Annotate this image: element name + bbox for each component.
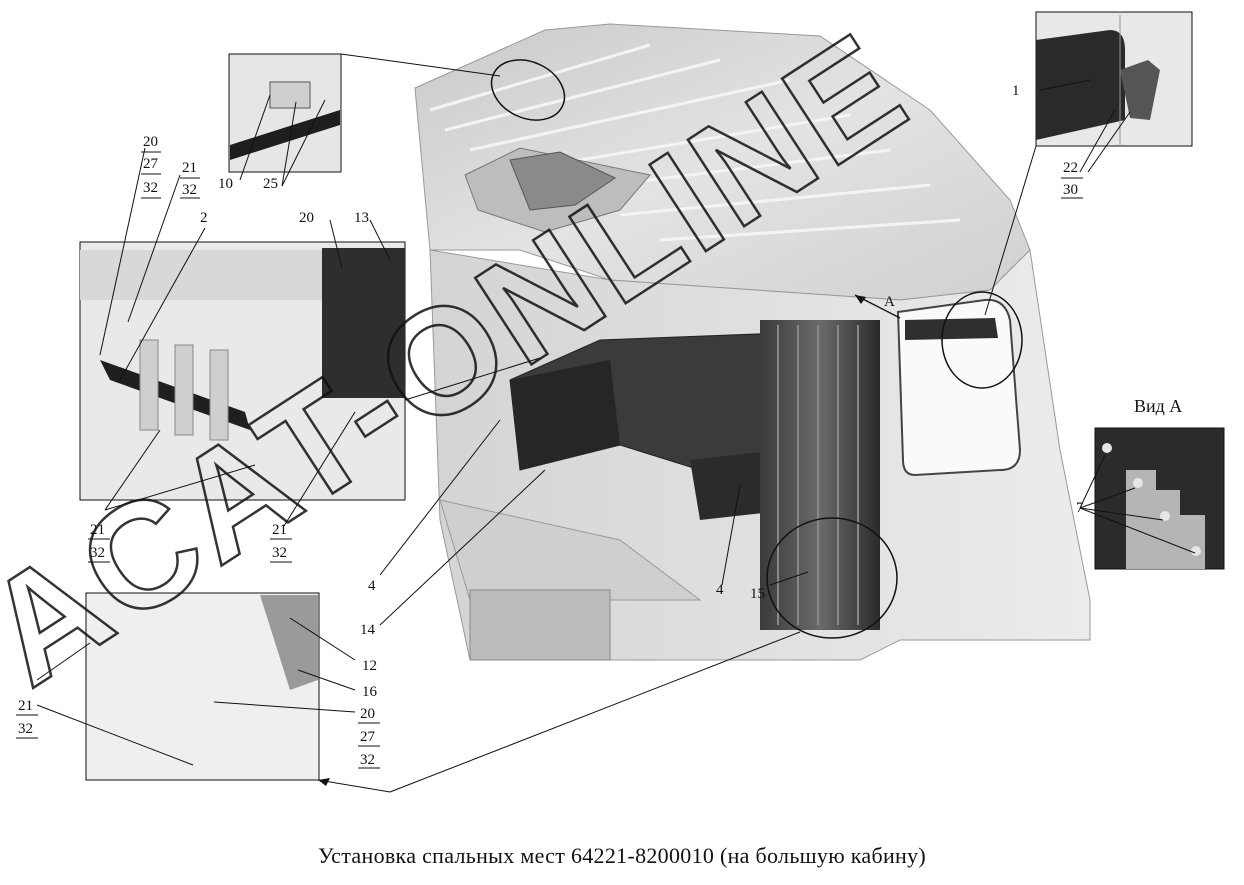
callout-20-bot: 20 — [360, 706, 375, 722]
inset-curtain-rail — [85, 592, 801, 793]
inset-bunk-hinge — [984, 11, 1193, 316]
callout-16: 16 — [362, 684, 378, 700]
cab-main-view — [414, 23, 1091, 661]
callout-25: 25 — [263, 176, 278, 192]
callout-7: 7 — [1076, 500, 1084, 516]
callout-32-f: 32 — [18, 721, 33, 737]
detail-circle-window — [941, 291, 1023, 389]
callout-32-a: 32 — [143, 180, 158, 196]
rear-window — [896, 298, 1022, 477]
floor-rails — [439, 499, 702, 601]
callout-21-a: 21 — [182, 160, 197, 176]
leader-lines — [36, 79, 1196, 766]
callout-21-c: 21 — [272, 522, 287, 538]
callout-4-a: 4 — [368, 578, 376, 594]
callout-32-b: 32 — [182, 182, 197, 198]
detail-circle-roof — [490, 59, 566, 121]
floor-frame — [469, 589, 611, 661]
detail-circle-curtain — [766, 517, 898, 639]
callout-30: 30 — [1063, 182, 1078, 198]
callout-14: 14 — [360, 622, 376, 638]
callout-32-e: 32 — [360, 752, 375, 768]
roof-hatch-grille — [509, 151, 617, 211]
lower-bunk-front — [510, 360, 620, 470]
upper-bunk — [905, 318, 998, 340]
view-a-arrow-label: A — [884, 294, 895, 310]
callout-10: 10 — [218, 176, 233, 192]
roof-ribs — [429, 43, 961, 242]
callout-21-d: 21 — [18, 698, 33, 714]
callout-27-top: 27 — [143, 156, 159, 172]
callout-22: 22 — [1063, 160, 1078, 176]
callout-20-top: 20 — [143, 134, 158, 150]
curtain — [760, 320, 880, 630]
callout-32-d: 32 — [272, 545, 287, 561]
callout-21-b: 21 — [90, 522, 105, 538]
callout-20-mid: 20 — [299, 210, 314, 226]
callout-2: 2 — [200, 210, 208, 226]
callout-32-c: 32 — [90, 545, 105, 561]
figure-caption: Установка спальных мест 64221-8200010 (н… — [317, 843, 927, 868]
callout-13: 13 — [354, 210, 369, 226]
callout-12: 12 — [362, 658, 377, 674]
callout-15: 15 — [750, 586, 765, 602]
inset-upper-bunk-mount — [79, 241, 541, 501]
view-a-title: Вид А — [1134, 396, 1182, 416]
inset-roof-fixing — [228, 53, 501, 173]
callout-4-b: 4 — [716, 582, 724, 598]
inset-view-a — [1094, 427, 1225, 570]
callout-27-bot: 27 — [360, 729, 376, 745]
callout-labels: 1 22 30 10 25 20 27 32 21 32 2 20 13 21 … — [16, 83, 1182, 769]
callout-1: 1 — [1012, 83, 1020, 99]
